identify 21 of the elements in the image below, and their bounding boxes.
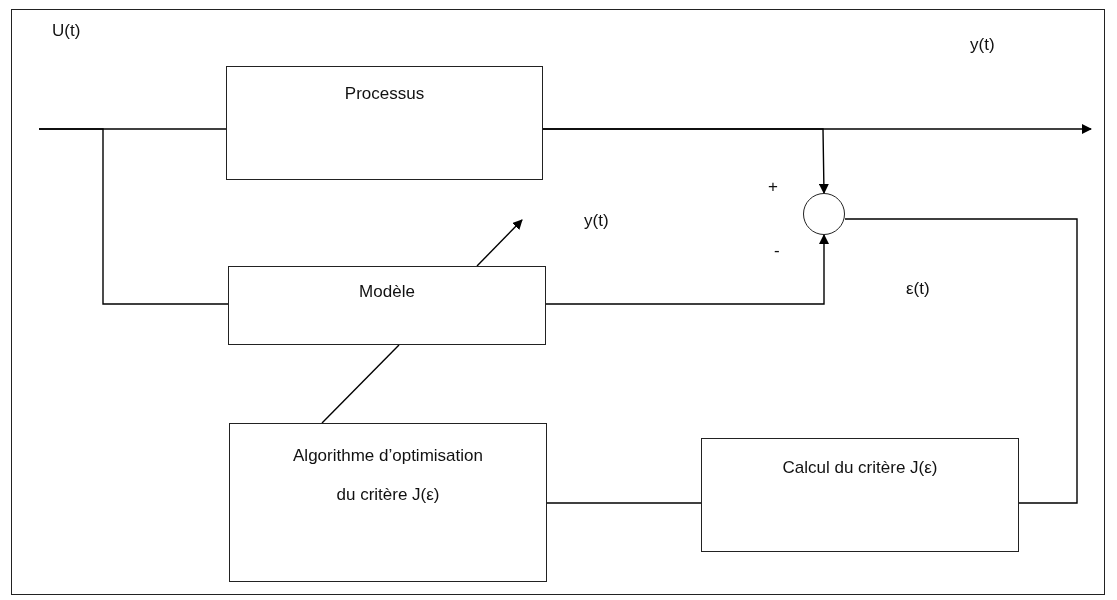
sign-label: + [768, 176, 778, 198]
process-box [228, 266, 546, 345]
signal-label: U(t) [52, 20, 81, 42]
arrow [542, 128, 829, 194]
box-label: Modèle [358, 281, 416, 303]
process-box [701, 438, 1019, 552]
signal-label: ε(t) [906, 278, 930, 300]
arrow [545, 234, 829, 305]
box-label: Calcul du critère J(ε) [781, 457, 939, 479]
sign-label: - [774, 240, 780, 262]
arrow [476, 219, 523, 267]
signal-label: y(t) [970, 34, 995, 56]
box-label: Algorithme d’optimisation du critère J(ε) [292, 445, 484, 506]
signal-label: y(t) [584, 210, 609, 232]
connector-line [844, 218, 1078, 504]
process-box [226, 66, 543, 180]
connector-line [38, 128, 229, 305]
connector-line [321, 344, 400, 424]
box-label: Processus [343, 83, 426, 105]
process-box [229, 423, 547, 582]
connector-line [546, 502, 702, 504]
